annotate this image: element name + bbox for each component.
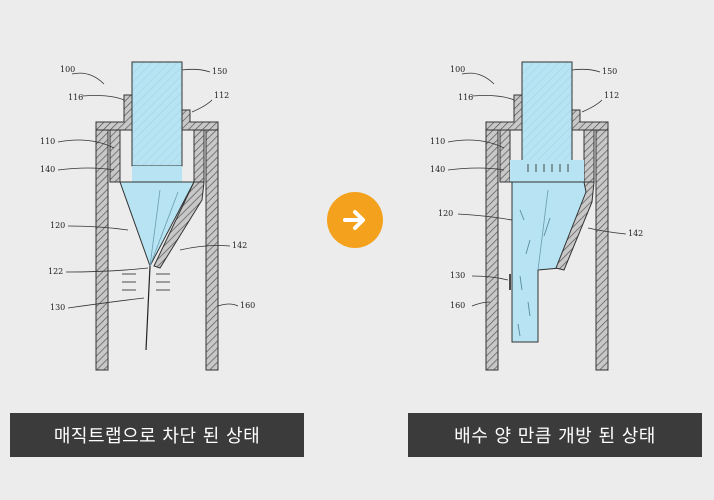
ref-150: 150 xyxy=(602,67,617,76)
ref-116: 116 xyxy=(68,93,83,102)
ref-116: 116 xyxy=(458,93,473,102)
flow-arrows xyxy=(527,164,569,172)
ref-130: 130 xyxy=(50,303,65,312)
ref-160: 160 xyxy=(240,301,255,310)
ref-100: 100 xyxy=(60,65,75,74)
diagram-open-state: 100 116 150 112 110 140 120 142 130 160 xyxy=(420,40,714,390)
closed-trap-drawing: 100 116 150 112 110 140 120 142 122 130 … xyxy=(40,61,255,371)
ref-110: 110 xyxy=(40,137,55,146)
inner-housing-right xyxy=(583,129,595,183)
ref-112: 112 xyxy=(604,91,619,100)
open-trap-drawing: 100 116 150 112 110 140 120 142 130 160 xyxy=(430,61,643,371)
inner-housing-left xyxy=(499,129,511,183)
outer-pipe-wall-left xyxy=(485,129,499,371)
caption-open-state: 배수 양 만큼 개방 된 상태 xyxy=(408,413,702,457)
ref-160: 160 xyxy=(450,301,465,310)
diagram-closed-state: 100 116 150 112 110 140 120 142 122 130 … xyxy=(30,40,330,390)
ref-142: 142 xyxy=(232,241,247,250)
ref-130: 130 xyxy=(450,271,465,280)
water-column xyxy=(131,61,183,167)
outer-pipe-wall-right xyxy=(205,129,219,371)
inner-housing-right xyxy=(193,129,205,183)
ref-110: 110 xyxy=(430,137,445,146)
arrow-right-icon xyxy=(343,210,365,230)
transition-arrow xyxy=(327,192,383,248)
water-column xyxy=(521,61,573,167)
ref-150: 150 xyxy=(212,67,227,76)
ref-120: 120 xyxy=(438,209,453,218)
ref-112: 112 xyxy=(214,91,229,100)
ref-140: 140 xyxy=(430,165,445,174)
ref-142: 142 xyxy=(628,229,643,238)
ref-120: 120 xyxy=(50,221,65,230)
flap-142 xyxy=(555,181,595,271)
ref-122: 122 xyxy=(48,267,63,276)
magic-trap-cone xyxy=(119,181,195,268)
outer-pipe-wall-right xyxy=(595,129,609,371)
inner-housing-left xyxy=(109,129,121,183)
open-trap-water xyxy=(510,181,589,343)
water-inner xyxy=(132,166,182,182)
outer-pipe-wall-left xyxy=(95,129,109,371)
caption-closed-state: 매직트랩으로 차단 된 상태 xyxy=(10,413,304,457)
ref-100: 100 xyxy=(450,65,465,74)
ref-140: 140 xyxy=(40,165,55,174)
flap-142 xyxy=(153,181,205,269)
